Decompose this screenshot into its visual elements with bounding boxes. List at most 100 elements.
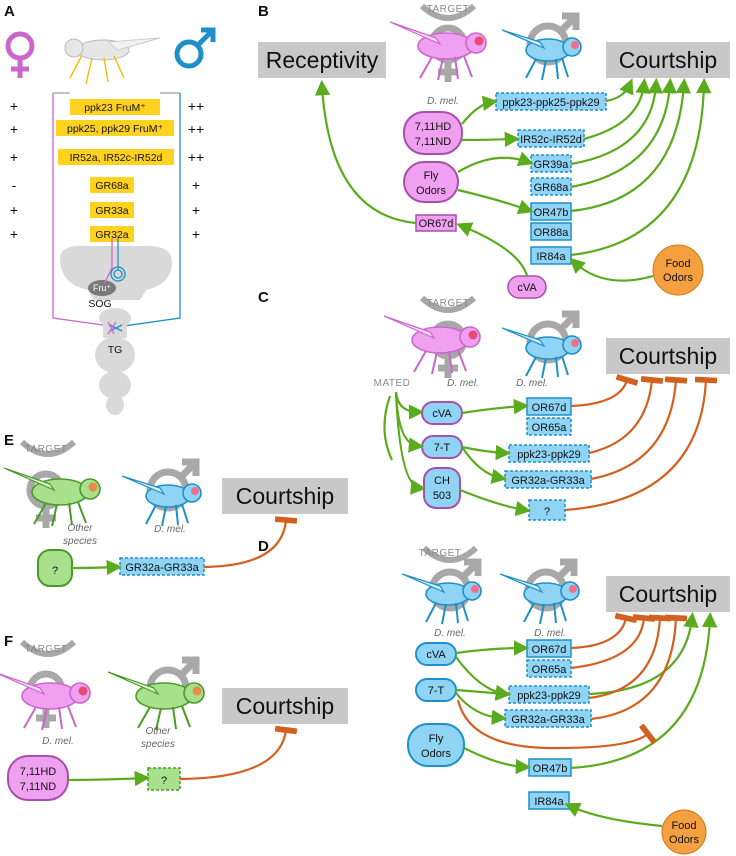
svg-text:cVA: cVA — [517, 282, 537, 294]
arrow-e-1 — [71, 559, 123, 576]
target-arc-e-icon — [19, 439, 77, 457]
other-label-e-1: Other — [67, 523, 93, 534]
svg-text:+: + — [10, 121, 18, 137]
panel-c-label: C — [258, 289, 269, 306]
svg-text:7-T: 7-T — [434, 442, 451, 454]
pheromone-node-b — [403, 111, 463, 155]
svg-text:GR39a: GR39a — [534, 159, 570, 171]
dmel-label-c-male: D. mel. — [516, 378, 548, 389]
courtship-box-f — [222, 688, 348, 724]
svg-text:-: - — [12, 177, 17, 193]
svg-text:7-T: 7-T — [428, 685, 445, 697]
target-arc-d-icon — [421, 545, 479, 563]
mated-female-fly-icon — [383, 315, 481, 375]
target-arc-icon — [419, 3, 477, 21]
food-odors-node-d — [661, 809, 707, 855]
svg-text:+: + — [192, 226, 200, 242]
receptor-column-d: OR67d OR65a ppk23-ppk29 GR32a-GR33a OR47… — [504, 639, 592, 810]
courtship-label-d: Courtship — [619, 581, 717, 607]
svg-text:7,11HD: 7,11HD — [415, 121, 452, 133]
svg-text:GR32a-GR33a: GR32a-GR33a — [511, 475, 585, 487]
svg-text:IR52c-IR52d: IR52c-IR52d — [520, 134, 582, 146]
gene-list: ppk23 FruM⁺ ppk25, ppk29 FruM⁺ IR52a, IR… — [56, 99, 174, 242]
arrows-c — [383, 391, 532, 517]
target-label-c: TARGET — [427, 298, 470, 309]
dmel-label-f: D. mel. — [42, 736, 74, 747]
male-fly-c-icon — [501, 327, 582, 379]
svg-text:7,11HD: 7,11HD — [20, 766, 57, 778]
receptivity-label: Receptivity — [266, 47, 379, 73]
svg-text:OR67d: OR67d — [532, 402, 567, 414]
ch503-node-c — [423, 467, 461, 509]
svg-text:++: ++ — [188, 121, 204, 137]
courtship-label-e: Courtship — [236, 483, 334, 509]
dmel-label-c-female: D. mel. — [447, 378, 479, 389]
gene-row-4: GR68a — [95, 180, 128, 192]
svg-text:OR47b: OR47b — [534, 207, 569, 219]
fly-diagram-icon — [64, 37, 161, 85]
panel-a-label: A — [4, 3, 15, 20]
male-scores: ++ ++ ++ + + + — [188, 98, 204, 242]
inhibit-arrow-e — [203, 516, 298, 569]
svg-text:?: ? — [544, 506, 550, 518]
cva-node-d — [415, 642, 457, 666]
dmel-label-d-target: D. mel. — [434, 628, 466, 639]
other-label-f-1: Other — [145, 726, 171, 737]
gene-row-2: ppk25, ppk29 FruM⁺ — [67, 123, 163, 135]
svg-text:++: ++ — [188, 98, 204, 114]
svg-text:+: + — [192, 202, 200, 218]
receptivity-box — [258, 42, 386, 78]
brain-diagram-icon — [60, 238, 172, 415]
svg-text:?: ? — [52, 565, 58, 577]
pheromone-node-f — [7, 755, 69, 801]
svg-text:cVA: cVA — [432, 408, 452, 420]
target-label-e: TARGET — [25, 444, 68, 455]
panel-d-label: D — [258, 538, 269, 555]
svg-text:7,11ND: 7,11ND — [20, 781, 57, 793]
courtship-label-c: Courtship — [619, 343, 717, 369]
svg-text:Food: Food — [665, 258, 690, 270]
tg-label: TG — [108, 344, 123, 356]
courtship-label-b: Courtship — [619, 47, 717, 73]
sog-label: SOG — [88, 298, 111, 310]
neuron-lines — [52, 92, 181, 327]
courtship-box-d — [606, 576, 730, 612]
target-arc-c-icon — [419, 295, 477, 313]
male-fly-e-icon — [121, 475, 202, 527]
other-label-f-2: species — [141, 739, 175, 750]
female-fly-f-icon — [0, 671, 91, 731]
receptor-column-b: ppk23-ppk25-ppk29 IR52c-IR52d GR39a GR68… — [495, 92, 607, 265]
svg-text:IR84a: IR84a — [534, 796, 564, 808]
svg-text:cVA: cVA — [426, 649, 446, 661]
inhibit-arrows-d — [456, 612, 688, 750]
svg-text:ppk23-ppk29: ppk23-ppk29 — [517, 449, 581, 461]
panel-e-label: E — [4, 432, 14, 449]
svg-text:OR88a: OR88a — [534, 227, 570, 239]
svg-text:Food: Food — [671, 820, 696, 832]
svg-text:Fly: Fly — [424, 170, 439, 182]
inhibit-arrows-c — [564, 374, 718, 512]
gene-row-3: IR52a, IR52c-IR52d — [70, 152, 163, 164]
courtship-box-c — [606, 338, 730, 374]
male-symbol-icon — [174, 27, 216, 69]
svg-text:+: + — [10, 98, 18, 114]
svg-text:Fly: Fly — [429, 733, 444, 745]
target-label-b: TARGET — [427, 4, 470, 15]
dmel-label-d-male: D. mel. — [534, 628, 566, 639]
inhibit-arrow-f — [179, 725, 298, 781]
target-arc-f-icon — [19, 639, 77, 657]
courtship-box-b — [606, 42, 730, 78]
arrow-f-1 — [67, 770, 151, 787]
svg-text:Odors: Odors — [421, 748, 451, 760]
other-species-fly-f-icon — [107, 671, 205, 731]
fly-odors-node-d — [407, 723, 465, 767]
female-symbol-icon — [5, 31, 35, 78]
dmel-label-e: D. mel. — [154, 524, 186, 535]
svg-text:OR65a: OR65a — [532, 664, 568, 676]
arrows-b — [314, 77, 712, 282]
target-label-f: TARGET — [25, 644, 68, 655]
svg-text:++: ++ — [188, 149, 204, 165]
svg-text:Odors: Odors — [663, 272, 693, 284]
male-fly-d-icon — [499, 573, 580, 625]
